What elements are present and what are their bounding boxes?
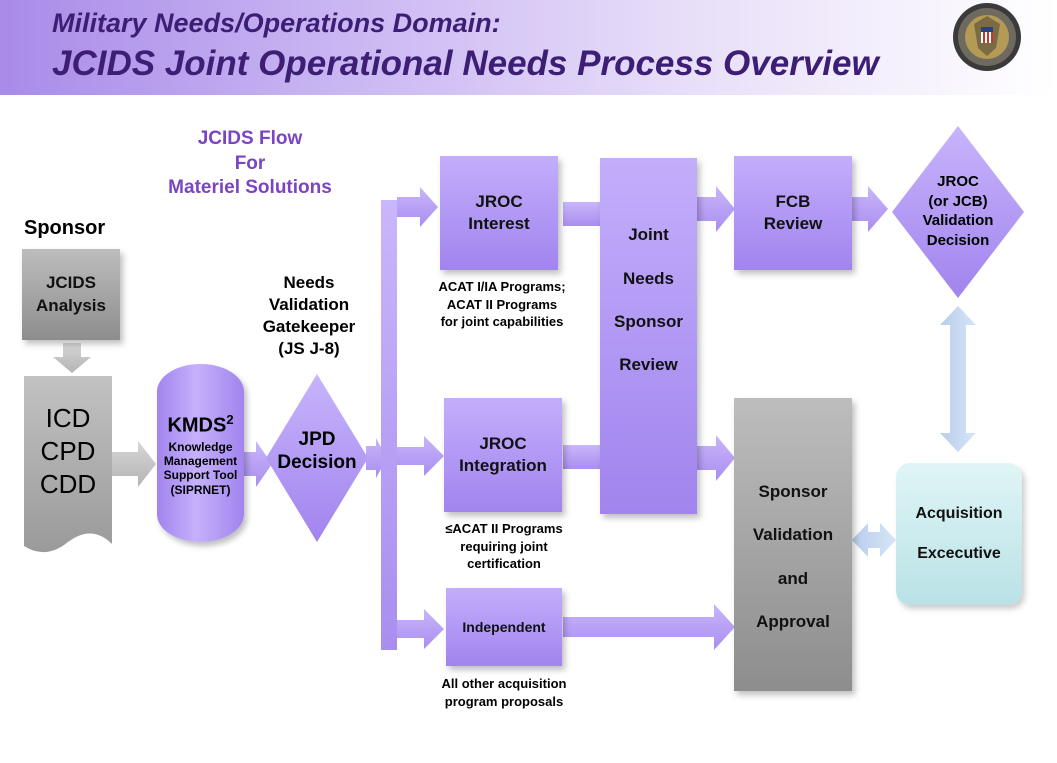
sponsor-validation-line-1: Sponsor [758, 481, 828, 501]
arrow-analysis-to-docs [53, 343, 91, 373]
kmds-superscript: 2 [226, 412, 234, 427]
jpd-label: JPD Decision [264, 429, 370, 475]
arrow-fcb-to-jroc [852, 186, 888, 232]
sponsor-heading: Sponsor [24, 217, 106, 239]
documents-shape [24, 376, 112, 553]
kmds-name: KMDS [167, 414, 227, 437]
jroc-interest-note-line-1: ACAT I/IA Programs; [438, 279, 566, 294]
title-banner [0, 0, 1057, 95]
jroc-validation-line-3: Validation [922, 212, 994, 229]
gatekeeper-line-2: Validation [268, 295, 350, 315]
jroc-interest-note-line-2: ACAT II Programs [446, 296, 558, 312]
jroc-validation-line-1: JROC [937, 173, 979, 190]
doc-icd: ICD [45, 403, 91, 433]
arrow-validation-acquisition [852, 523, 896, 557]
flow-label-line-3: Materiel Solutions [168, 177, 332, 199]
gatekeeper-line-3: Gatekeeper [262, 317, 356, 337]
jroc-integration-line-1: JROC [479, 433, 527, 453]
joint-review-line-1: Joint [628, 225, 669, 245]
arrow-branch-to-integration [397, 436, 444, 476]
jroc-interest-box: JROC Interest [440, 156, 558, 270]
flow-label-line-1: JCIDS Flow [197, 128, 303, 149]
sponsor-validation-line-3: and [777, 568, 809, 588]
jroc-integration-note: ≤ACAT II Programs requiring joint certif… [414, 520, 594, 573]
arrow-review-to-fcb [697, 186, 735, 232]
jroc-integration-note-line-2: requiring joint [460, 538, 548, 554]
fcb-review-box: FCB Review [734, 156, 852, 270]
independent-note: All other acquisition program proposals [414, 675, 594, 710]
jroc-validation-diamond [892, 126, 1024, 298]
jpd-line-2: Decision [277, 451, 357, 473]
arrow-kmds-to-jpd [244, 441, 272, 487]
gatekeeper-line-1: Needs [283, 273, 335, 292]
independent-box: Independent [446, 588, 562, 666]
jpd-decision-diamond [266, 374, 368, 542]
jroc-validation-label: JROC (or JCB) Validation Decision [890, 172, 1026, 250]
kmds-label: KMDS2 Knowledge Management Support Tool … [150, 412, 251, 497]
independent-note-line-1: All other acquisition [441, 676, 567, 691]
flow-label-line-2: For [234, 152, 266, 174]
doc-cdd: CDD [39, 469, 97, 500]
kmds-desc-line-1: Knowledge [168, 439, 233, 454]
gatekeeper-line-4: (JS J-8) [278, 339, 340, 359]
jroc-interest-note: ACAT I/IA Programs; ACAT II Programs for… [412, 278, 592, 331]
arrow-interest-to-review [563, 202, 601, 226]
kmds-cylinder [157, 364, 244, 542]
arrow-review-to-validation [697, 435, 735, 481]
joint-review-line-2: Needs [622, 268, 674, 288]
kmds-desc-line-2: Management [163, 454, 238, 469]
jcids-analysis-line-2: Analysis [36, 295, 106, 315]
jroc-validation-line-4: Decision [926, 231, 990, 249]
acquisition-line-2: Excecutive [917, 545, 1001, 562]
independent-label: Independent [462, 618, 546, 635]
jroc-integration-note-line-3: certification [467, 556, 541, 572]
jroc-integration-note-line-1: ≤ACAT II Programs [445, 521, 563, 536]
sponsor-validation-box: Sponsor Validation and Approval [734, 398, 852, 691]
jcids-analysis-box: JCIDS Analysis [22, 249, 120, 340]
arrow-branch-to-independent [397, 609, 444, 649]
arrow-integration-to-review [563, 445, 601, 469]
sponsor-validation-line-4: Approval [756, 611, 830, 631]
title-line-1: Military Needs/Operations Domain: [52, 8, 501, 38]
fcb-line-2: Review [763, 214, 823, 233]
jroc-interest-note-line-3: for joint capabilities [440, 314, 564, 330]
gatekeeper-label: Needs Validation Gatekeeper (JS J-8) [250, 272, 368, 360]
kmds-desc-line-4: (SIPRNET) [170, 482, 231, 497]
jpd-line-1: JPD [298, 429, 336, 450]
fcb-line-1: FCB [775, 191, 811, 211]
acquisition-executive-box: Acquisition Excecutive [896, 463, 1022, 605]
doc-cpd: CPD [40, 436, 96, 467]
sponsor-validation-line-2: Validation [752, 525, 834, 545]
arrow-docs-to-kmds [112, 441, 156, 487]
jroc-validation-line-2: (or JCB) [928, 192, 988, 210]
jcids-analysis-line-1: JCIDS [45, 273, 97, 293]
joint-review-line-4: Review [619, 355, 678, 375]
joint-chiefs-seal-icon [953, 3, 1021, 71]
independent-note-line-2: program proposals [444, 693, 564, 709]
joint-review-line-3: Sponsor [614, 312, 683, 331]
branch-bar [381, 200, 397, 650]
arrow-branch-to-interest [397, 187, 438, 227]
jroc-interest-line-2: Interest [468, 214, 530, 233]
arrow-independent-to-validation [563, 604, 735, 650]
arrow-jpd-to-branch [366, 438, 387, 478]
documents-labels: ICD CPD CDD [22, 402, 114, 501]
kmds-desc-line-3: Support Tool [163, 468, 238, 483]
jroc-interest-line-1: JROC [475, 191, 523, 211]
acquisition-line-1: Acquisition [915, 505, 1003, 522]
flow-label: JCIDS Flow For Materiel Solutions [150, 127, 350, 201]
joint-review-box: Joint Needs Sponsor Review [600, 158, 697, 514]
jroc-integration-box: JROC Integration [444, 398, 562, 512]
jroc-integration-line-2: Integration [459, 456, 547, 475]
title-line-2: JCIDS Joint Operational Needs Process Ov… [52, 44, 879, 83]
arrow-jroc-acquisition [940, 306, 976, 452]
